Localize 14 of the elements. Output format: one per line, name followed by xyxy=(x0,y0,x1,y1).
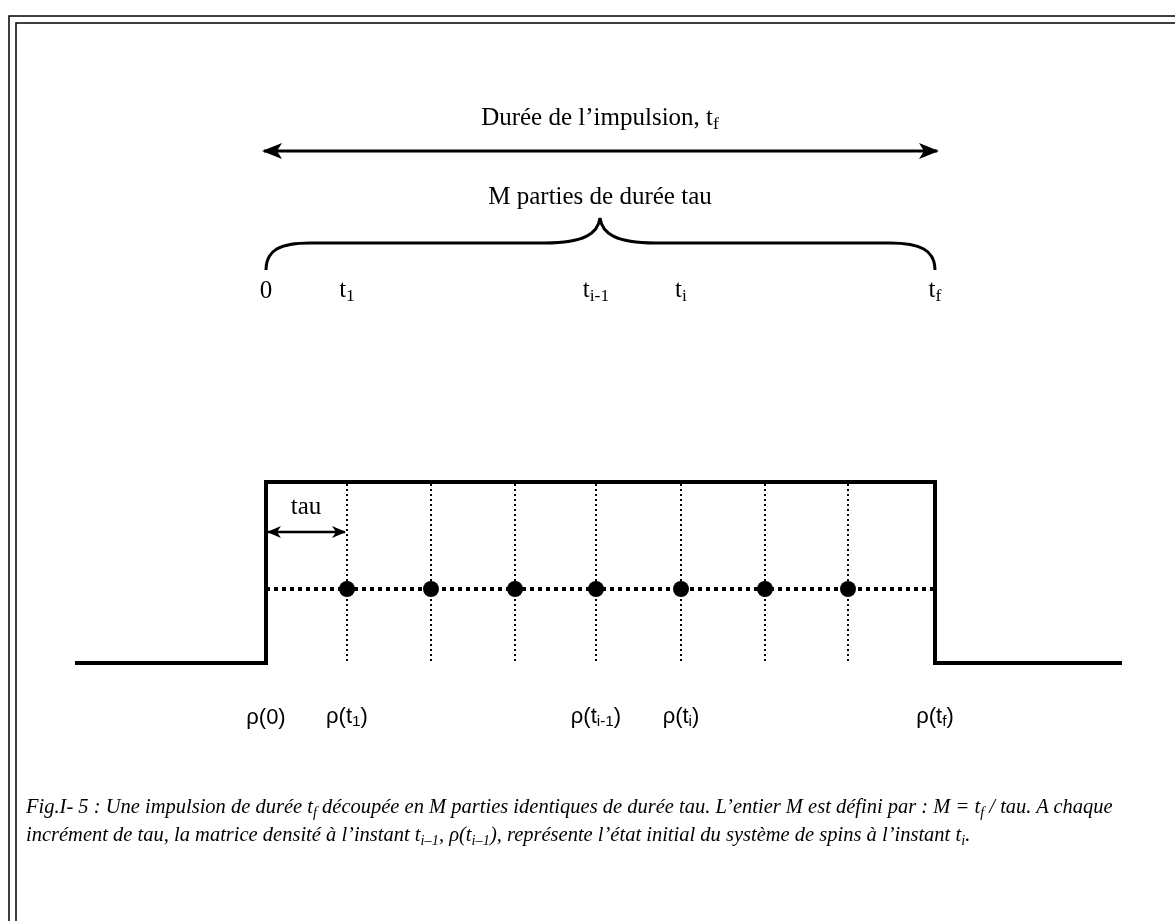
time-label: 0 xyxy=(259,276,273,304)
density-matrix-label: ρ(t$_{i}$) xyxy=(662,703,700,731)
density-matrix-label: ρ(t$_{f}$) xyxy=(916,703,954,731)
time-label: t$_{i}$ xyxy=(675,274,687,306)
figure-caption: Fig.I- 5 : Une impulsion de durée t$_{f}$ découpée en M parties identiques de durée tau. L’entier M est défini par : M = t$_{f}$ / tau. A chaque incrément de tau, la matrice densité à l’instant t$_{i–1}$, ρ(t$_{i–1}$), représente l’état initial du système de spins à l’instant t$_{i}$. xyxy=(26,794,1114,850)
dimension-label: tau xyxy=(290,492,322,520)
brace-label: M parties de durée tau xyxy=(488,182,712,210)
density-matrix-label: ρ(0) xyxy=(246,704,286,730)
time-label: t$_{f}$ xyxy=(928,274,942,306)
density-matrix-label: ρ(t$_{i-1}$) xyxy=(570,703,622,731)
time-label: t$_{i-1}$ xyxy=(582,274,610,306)
dimension-label: Durée de l’impulsion, t$_{f}$ xyxy=(481,102,719,134)
time-label: t$_{1}$ xyxy=(339,274,355,306)
density-matrix-label: ρ(t$_{1}$) xyxy=(326,703,368,731)
